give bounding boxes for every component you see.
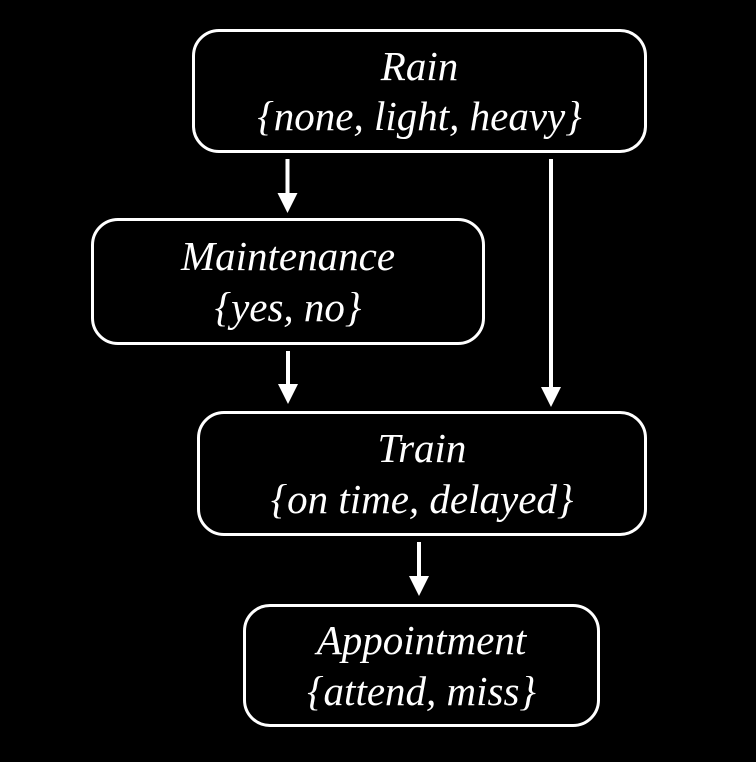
edge-train-to-appointment	[409, 542, 429, 596]
node-train-values: {on time, delayed}	[270, 475, 574, 522]
node-train-title: Train	[377, 425, 467, 472]
node-appointment-values: {attend, miss}	[307, 667, 536, 714]
node-appointment-title: Appointment	[316, 617, 527, 664]
node-maintenance: Maintenance {yes, no}	[91, 218, 485, 345]
edge-rain-to-maintenance	[277, 159, 298, 213]
edge-rain-to-train	[541, 159, 561, 407]
node-rain-values: {none, light, heavy}	[257, 93, 582, 139]
node-rain: Rain {none, light, heavy}	[192, 29, 647, 153]
edge-maintenance-to-train	[278, 351, 298, 404]
node-maintenance-title: Maintenance	[180, 233, 396, 280]
node-maintenance-values: {yes, no}	[214, 283, 362, 330]
node-train: Train {on time, delayed}	[197, 411, 647, 536]
node-appointment: Appointment {attend, miss}	[243, 604, 600, 727]
node-rain-title: Rain	[380, 42, 459, 89]
